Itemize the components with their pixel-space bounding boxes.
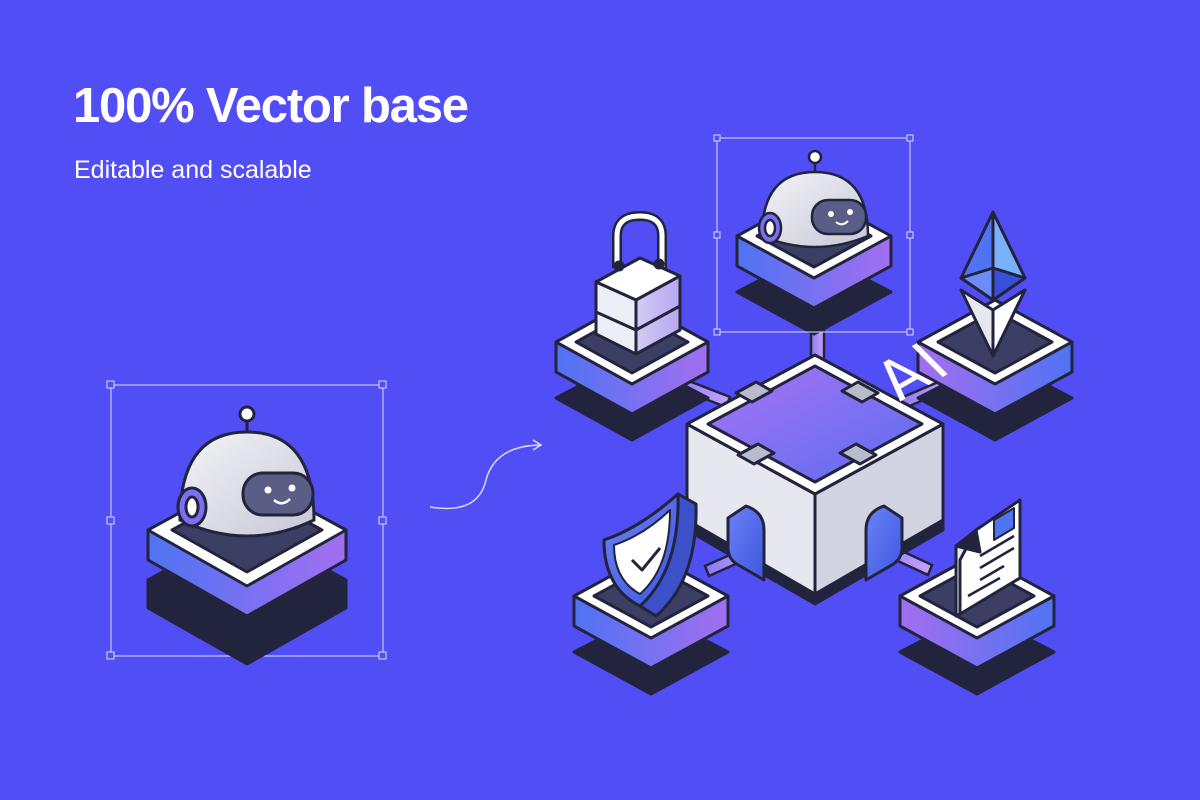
headline: 100% Vector base (73, 79, 469, 133)
ai-hub (685, 353, 945, 606)
robot-icon (176, 405, 316, 538)
ai-network: AI (554, 134, 1074, 696)
selection-handles-top (713, 134, 914, 336)
ethereum-icon (959, 210, 1027, 358)
robot-face-visor (241, 471, 315, 517)
selected-robot-group (106, 380, 387, 666)
document-icon (954, 498, 1022, 618)
shield-check-icon (602, 492, 698, 618)
curved-arrow-icon (429, 439, 543, 510)
selection-handles (106, 380, 387, 660)
subline: Editable and scalable (74, 156, 312, 184)
padlock-icon (594, 211, 682, 356)
robot-top-icon (757, 149, 870, 249)
